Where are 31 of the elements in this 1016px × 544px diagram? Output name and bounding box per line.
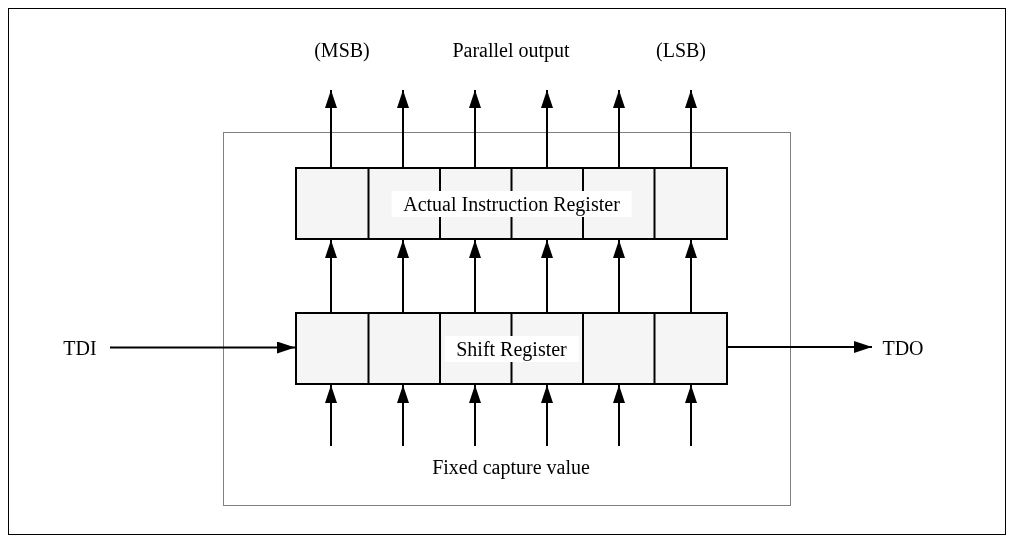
arrow	[613, 89, 625, 168]
enclosure-box	[223, 132, 791, 506]
arrow	[613, 384, 625, 447]
register-label: Actual Instruction Register	[391, 190, 632, 217]
arrow	[469, 384, 481, 447]
arrow	[685, 239, 697, 313]
arrow	[397, 239, 409, 313]
input-label: Fixed capture value	[432, 455, 590, 479]
arrow	[469, 89, 481, 168]
arrow	[109, 341, 296, 354]
arrow	[325, 89, 337, 168]
arrow	[613, 239, 625, 313]
arrow	[397, 89, 409, 168]
arrow	[727, 341, 873, 353]
arrow	[541, 89, 553, 168]
arrow	[397, 384, 409, 447]
arrow	[541, 239, 553, 313]
terminal-label: TDO	[872, 334, 934, 362]
arrow	[541, 384, 553, 447]
bit-order-label: (MSB)	[314, 38, 370, 62]
bit-order-label: (LSB)	[656, 38, 706, 62]
output-label: Parallel output	[452, 38, 570, 62]
register-box	[295, 312, 728, 385]
arrow	[325, 384, 337, 447]
arrow	[685, 384, 697, 447]
register-box	[295, 167, 728, 240]
arrow	[685, 89, 697, 168]
arrow	[469, 239, 481, 313]
arrow	[325, 239, 337, 313]
terminal-label: TDI	[50, 334, 110, 362]
register-label: Shift Register	[444, 335, 579, 362]
